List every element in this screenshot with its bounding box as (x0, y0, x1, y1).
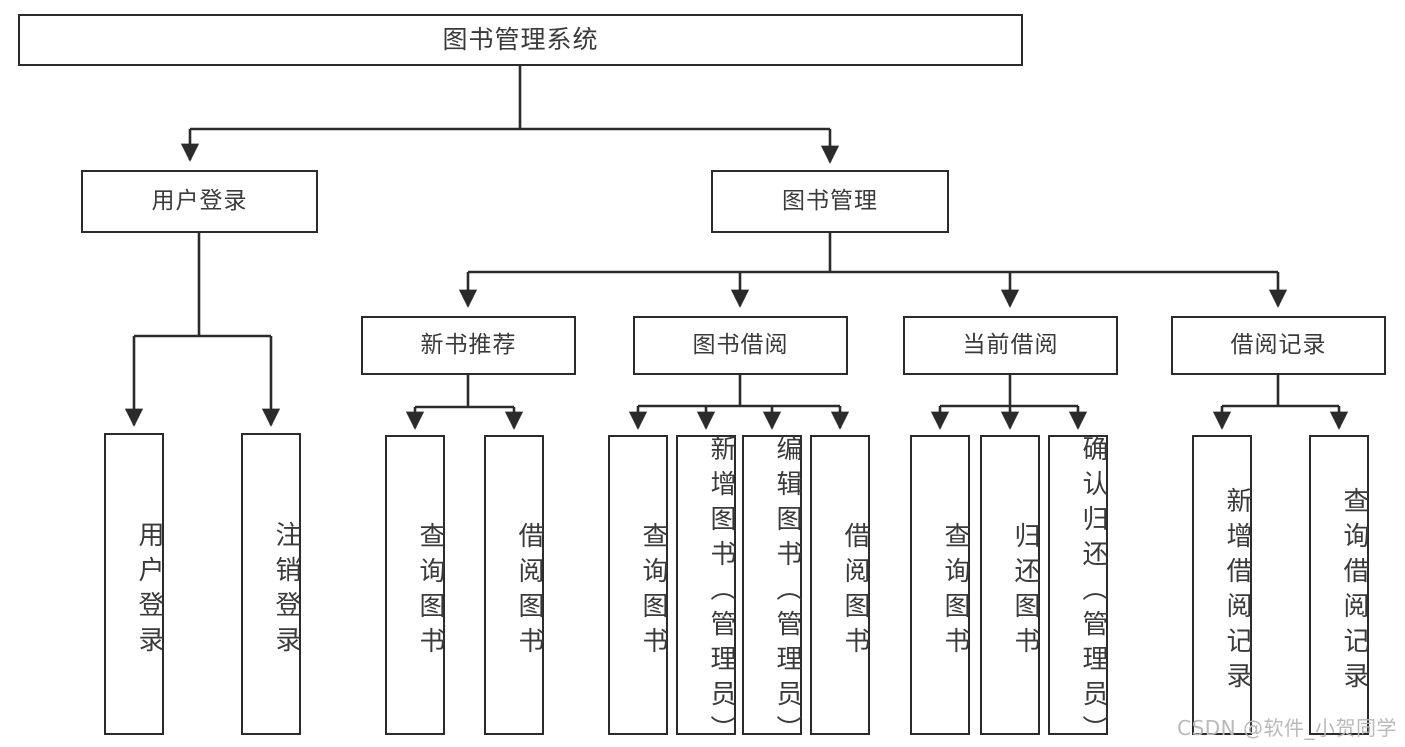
leaf-borrow-book-newbook[interactable]: 借阅图书 (484, 435, 544, 735)
leaf-logout-label: 注销登录 (271, 521, 301, 661)
watermark: CSDN @软件_小贺同学 (1177, 716, 1397, 740)
leaf-edit-book-admin-label: 编辑图书（管理员） (772, 434, 802, 747)
node-borrow-record-label: 借阅记录 (1230, 331, 1327, 358)
node-book-borrow[interactable]: 图书借阅 (633, 316, 848, 375)
leaf-query-book-current[interactable]: 查询图书 (910, 435, 970, 735)
leaf-query-borrow-record[interactable]: 查询借阅记录 (1309, 435, 1369, 735)
node-borrow-record[interactable]: 借阅记录 (1171, 316, 1386, 375)
node-root[interactable]: 图书管理系统 (18, 14, 1023, 66)
leaf-borrow-book-borrow[interactable]: 借阅图书 (810, 435, 870, 735)
node-root-label: 图书管理系统 (442, 25, 599, 55)
node-new-book-recommend-label: 新书推荐 (420, 331, 517, 358)
node-book-borrow-label: 图书借阅 (692, 331, 789, 358)
leaf-edit-book-admin[interactable]: 编辑图书（管理员） (742, 435, 802, 747)
leaf-query-book-newbook-label: 查询图书 (415, 522, 445, 662)
node-new-book-recommend[interactable]: 新书推荐 (361, 316, 576, 375)
node-book-management[interactable]: 图书管理 (711, 170, 949, 233)
leaf-query-book-newbook[interactable]: 查询图书 (385, 435, 445, 735)
leaf-add-borrow-record[interactable]: 新增借阅记录 (1192, 435, 1252, 735)
leaf-confirm-return-admin-label: 确认归还（管理员） (1078, 434, 1108, 747)
leaf-add-borrow-record-label: 新增借阅记录 (1222, 487, 1252, 697)
leaf-query-borrow-record-label: 查询借阅记录 (1339, 487, 1369, 697)
leaf-user-login-label: 用户登录 (134, 521, 164, 661)
node-user-login[interactable]: 用户登录 (81, 170, 318, 233)
leaf-query-book-borrow[interactable]: 查询图书 (608, 435, 668, 735)
leaf-query-book-borrow-label: 查询图书 (638, 522, 668, 662)
leaf-borrow-book-newbook-label: 借阅图书 (514, 522, 544, 662)
node-current-borrow[interactable]: 当前借阅 (903, 316, 1118, 375)
leaf-add-book-admin-label: 新增图书（管理员） (706, 434, 736, 747)
leaf-return-book[interactable]: 归还图书 (980, 435, 1040, 735)
leaf-user-login[interactable]: 用户登录 (104, 433, 164, 735)
leaf-query-book-current-label: 查询图书 (940, 522, 970, 662)
node-user-login-label: 用户登录 (151, 187, 248, 214)
node-current-borrow-label: 当前借阅 (962, 331, 1059, 358)
leaf-confirm-return-admin[interactable]: 确认归还（管理员） (1048, 435, 1108, 747)
leaf-logout[interactable]: 注销登录 (241, 433, 301, 735)
node-book-management-label: 图书管理 (782, 187, 878, 214)
leaf-add-book-admin[interactable]: 新增图书（管理员） (676, 435, 736, 747)
leaf-borrow-book-borrow-label: 借阅图书 (840, 522, 870, 662)
leaf-return-book-label: 归还图书 (1010, 522, 1040, 662)
